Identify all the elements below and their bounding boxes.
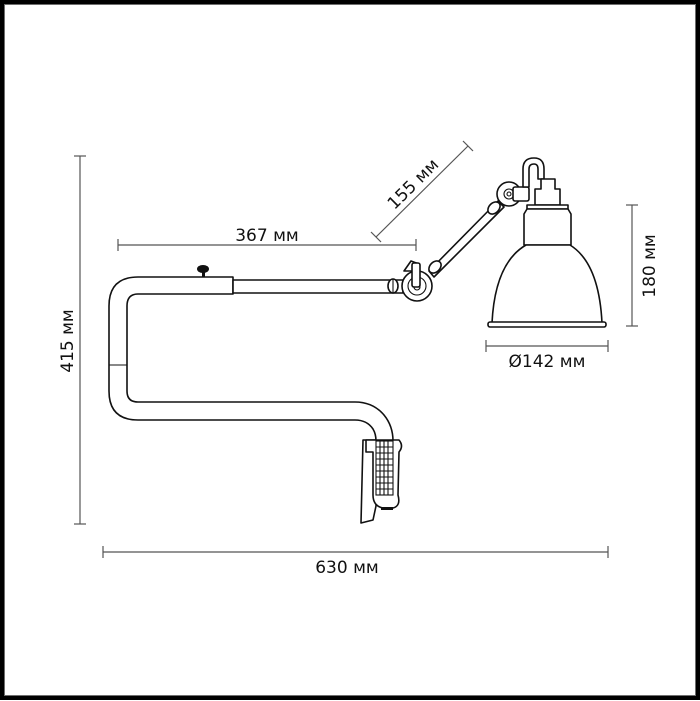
dimension-overall-height: 415 мм [58, 155, 86, 525]
dimension-label-155: 155 мм [384, 155, 443, 214]
lamp-elbow-joint [401, 260, 433, 302]
dimension-upper-arm-length: 155 мм [370, 140, 474, 243]
lamp-shade [487, 208, 607, 328]
dimension-label-630: 630 мм [315, 558, 379, 578]
drawing-area: 415 мм 367 мм 155 мм 180 мм [4, 4, 696, 696]
dimension-label-142: Ø142 мм [509, 352, 586, 372]
lamp-socket [522, 157, 569, 210]
thumb-screw-stem [202, 271, 205, 277]
lamp-lower-arm [232, 278, 404, 294]
dimension-shade-diameter: Ø142 мм [485, 340, 609, 372]
lamp-wall-clamp [360, 439, 403, 524]
lamp-head-joint [496, 181, 530, 207]
lamp-upper-arm [428, 200, 505, 278]
dimension-lower-arm-length: 367 мм [117, 226, 417, 251]
thumb-screw-icon [197, 265, 209, 273]
dimension-label-180: 180 мм [640, 234, 660, 298]
dimension-shade-height: 180 мм [626, 204, 660, 327]
dimension-label-367: 367 мм [235, 226, 299, 246]
dimension-overall-width: 630 мм [102, 546, 609, 578]
dimension-label-415: 415 мм [58, 309, 78, 373]
